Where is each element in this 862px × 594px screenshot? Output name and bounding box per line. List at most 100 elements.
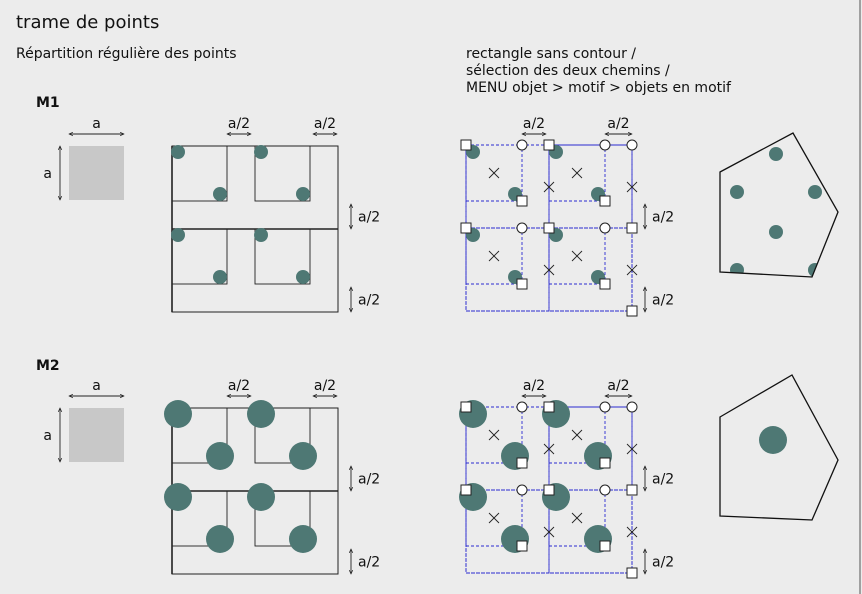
- node-square-8: [626, 222, 638, 234]
- cross-marker-b-11: [571, 250, 583, 262]
- subtitle-right-line-3: MENU objet > motif > objets en motif: [466, 80, 732, 96]
- section-m2: a a a/2 a/2 a/2 a/2 a/2 a/2 a/2 a/2: [43, 331, 839, 579]
- node-square-6: [516, 540, 528, 552]
- pentagon-outline: [719, 132, 839, 278]
- dim-pattern-half-v2-label: a/2: [652, 293, 674, 309]
- subtitle-right-line-1: rectangle sans contour /: [466, 46, 636, 62]
- grid-cell-square-0: [171, 407, 228, 464]
- page-title: trame de points: [16, 12, 159, 33]
- pattern-dashed-tile-10: [548, 144, 633, 229]
- node-square-4: [460, 484, 472, 496]
- node-square-1: [543, 139, 555, 151]
- section-label-m1: M1: [36, 95, 60, 111]
- node-circle-2: [626, 401, 638, 413]
- grid-dot-center-3: [296, 270, 310, 284]
- grid-dot-corner-2: [171, 228, 185, 242]
- cross-marker-d-11: [626, 264, 638, 276]
- grid-dot-corner-0: [164, 400, 192, 428]
- pattern-dashed-tile-01: [465, 489, 550, 574]
- dim-pattern-half-v2-label: a/2: [652, 555, 674, 571]
- dim-pattern-half-1-label: a/2: [523, 116, 545, 132]
- dim-tile-height-label: a: [43, 428, 52, 444]
- grid-dot-center-1: [289, 442, 317, 470]
- node-square-2: [516, 195, 528, 207]
- grid-cell-square-2: [171, 228, 228, 285]
- node-square-7: [599, 278, 611, 290]
- dim-pattern-half-2-label: a/2: [607, 116, 629, 132]
- node-square-5: [543, 222, 555, 234]
- section-label-m2: M2: [36, 358, 60, 374]
- dim-pattern-half-v1-label: a/2: [652, 472, 674, 488]
- grid-cell-square-3: [254, 228, 311, 285]
- grid-cell-square-1: [254, 145, 311, 202]
- dim-tile-height-label: a: [43, 166, 52, 182]
- pentagon-dot-1: [720, 378, 742, 406]
- cross-marker-d-11: [626, 526, 638, 538]
- node-square-8: [626, 484, 638, 496]
- node-square-2: [516, 457, 528, 469]
- pentagon-dots: [730, 147, 822, 277]
- grid-cell-square-1: [254, 407, 311, 464]
- node-circle-3: [516, 222, 528, 234]
- tile-square: [69, 146, 124, 200]
- grid-dot-corner-3: [254, 228, 268, 242]
- cross-marker-b-01: [488, 250, 500, 262]
- pattern-dashed-tile-01: [465, 227, 550, 312]
- node-square-4: [460, 222, 472, 234]
- grid-dot-corner-0: [171, 145, 185, 159]
- grid-dot-center-0: [213, 187, 227, 201]
- dim-grid-half-1-label: a/2: [228, 378, 250, 394]
- pattern-dashed-tile-00: [465, 144, 550, 229]
- cross-marker-d-01: [543, 526, 555, 538]
- cross-marker-b-00: [488, 429, 500, 441]
- grid-cell-square-3: [254, 490, 311, 547]
- node-square-9: [626, 567, 638, 579]
- grid-dot-center-3: [289, 525, 317, 553]
- cross-marker-b-01: [488, 512, 500, 524]
- pentagon-dot-4: [730, 263, 744, 277]
- pattern-dashed-tile-11: [548, 227, 633, 312]
- cross-marker-b-11: [571, 512, 583, 524]
- dim-tile-width-label: a: [92, 116, 101, 132]
- cross-marker-b-00: [488, 167, 500, 179]
- node-square-0: [460, 139, 472, 151]
- grid-dot-center-2: [213, 270, 227, 284]
- dim-grid-half-v1-label: a/2: [358, 472, 380, 488]
- dim-pattern-half-2-label: a/2: [607, 378, 629, 394]
- cross-marker-b-10: [571, 167, 583, 179]
- dim-pattern-half-v1-label: a/2: [652, 210, 674, 226]
- cross-marker-d-10: [626, 181, 638, 193]
- node-square-1: [543, 401, 555, 413]
- node-circle-0: [516, 139, 528, 151]
- dim-tile-width-label: a: [92, 378, 101, 394]
- pentagon-dot-2: [808, 185, 822, 199]
- subtitle-left: Répartition régulière des points: [16, 46, 237, 62]
- tile-square: [69, 408, 124, 462]
- cross-marker-d-00: [543, 181, 555, 193]
- grid-dot-center-1: [296, 187, 310, 201]
- grid-cell-square-2: [171, 490, 228, 547]
- grid-dot-corner-1: [254, 145, 268, 159]
- pentagon-dot-2: [806, 378, 834, 406]
- node-square-5: [543, 484, 555, 496]
- dim-grid-half-v2-label: a/2: [358, 293, 380, 309]
- node-square-0: [460, 401, 472, 413]
- grid-dot-center-0: [206, 442, 234, 470]
- node-circle-4: [599, 484, 611, 496]
- dim-pattern-half-1-label: a/2: [523, 378, 545, 394]
- cross-marker-d-00: [543, 443, 555, 455]
- grid-dot-corner-2: [164, 483, 192, 511]
- pentagon-dot-0: [759, 331, 787, 359]
- cross-marker-d-10: [626, 443, 638, 455]
- dim-grid-half-v2-label: a/2: [358, 555, 380, 571]
- dim-grid-half-2-label: a/2: [314, 116, 336, 132]
- pentagon-outline: [719, 374, 839, 521]
- cross-marker-d-01: [543, 264, 555, 276]
- node-circle-2: [626, 139, 638, 151]
- pentagon-dot-3: [769, 225, 783, 239]
- pentagon-dot-0: [769, 147, 783, 161]
- dim-grid-half-2-label: a/2: [314, 378, 336, 394]
- subtitle-right-line-2: sélection des deux chemins /: [466, 63, 670, 79]
